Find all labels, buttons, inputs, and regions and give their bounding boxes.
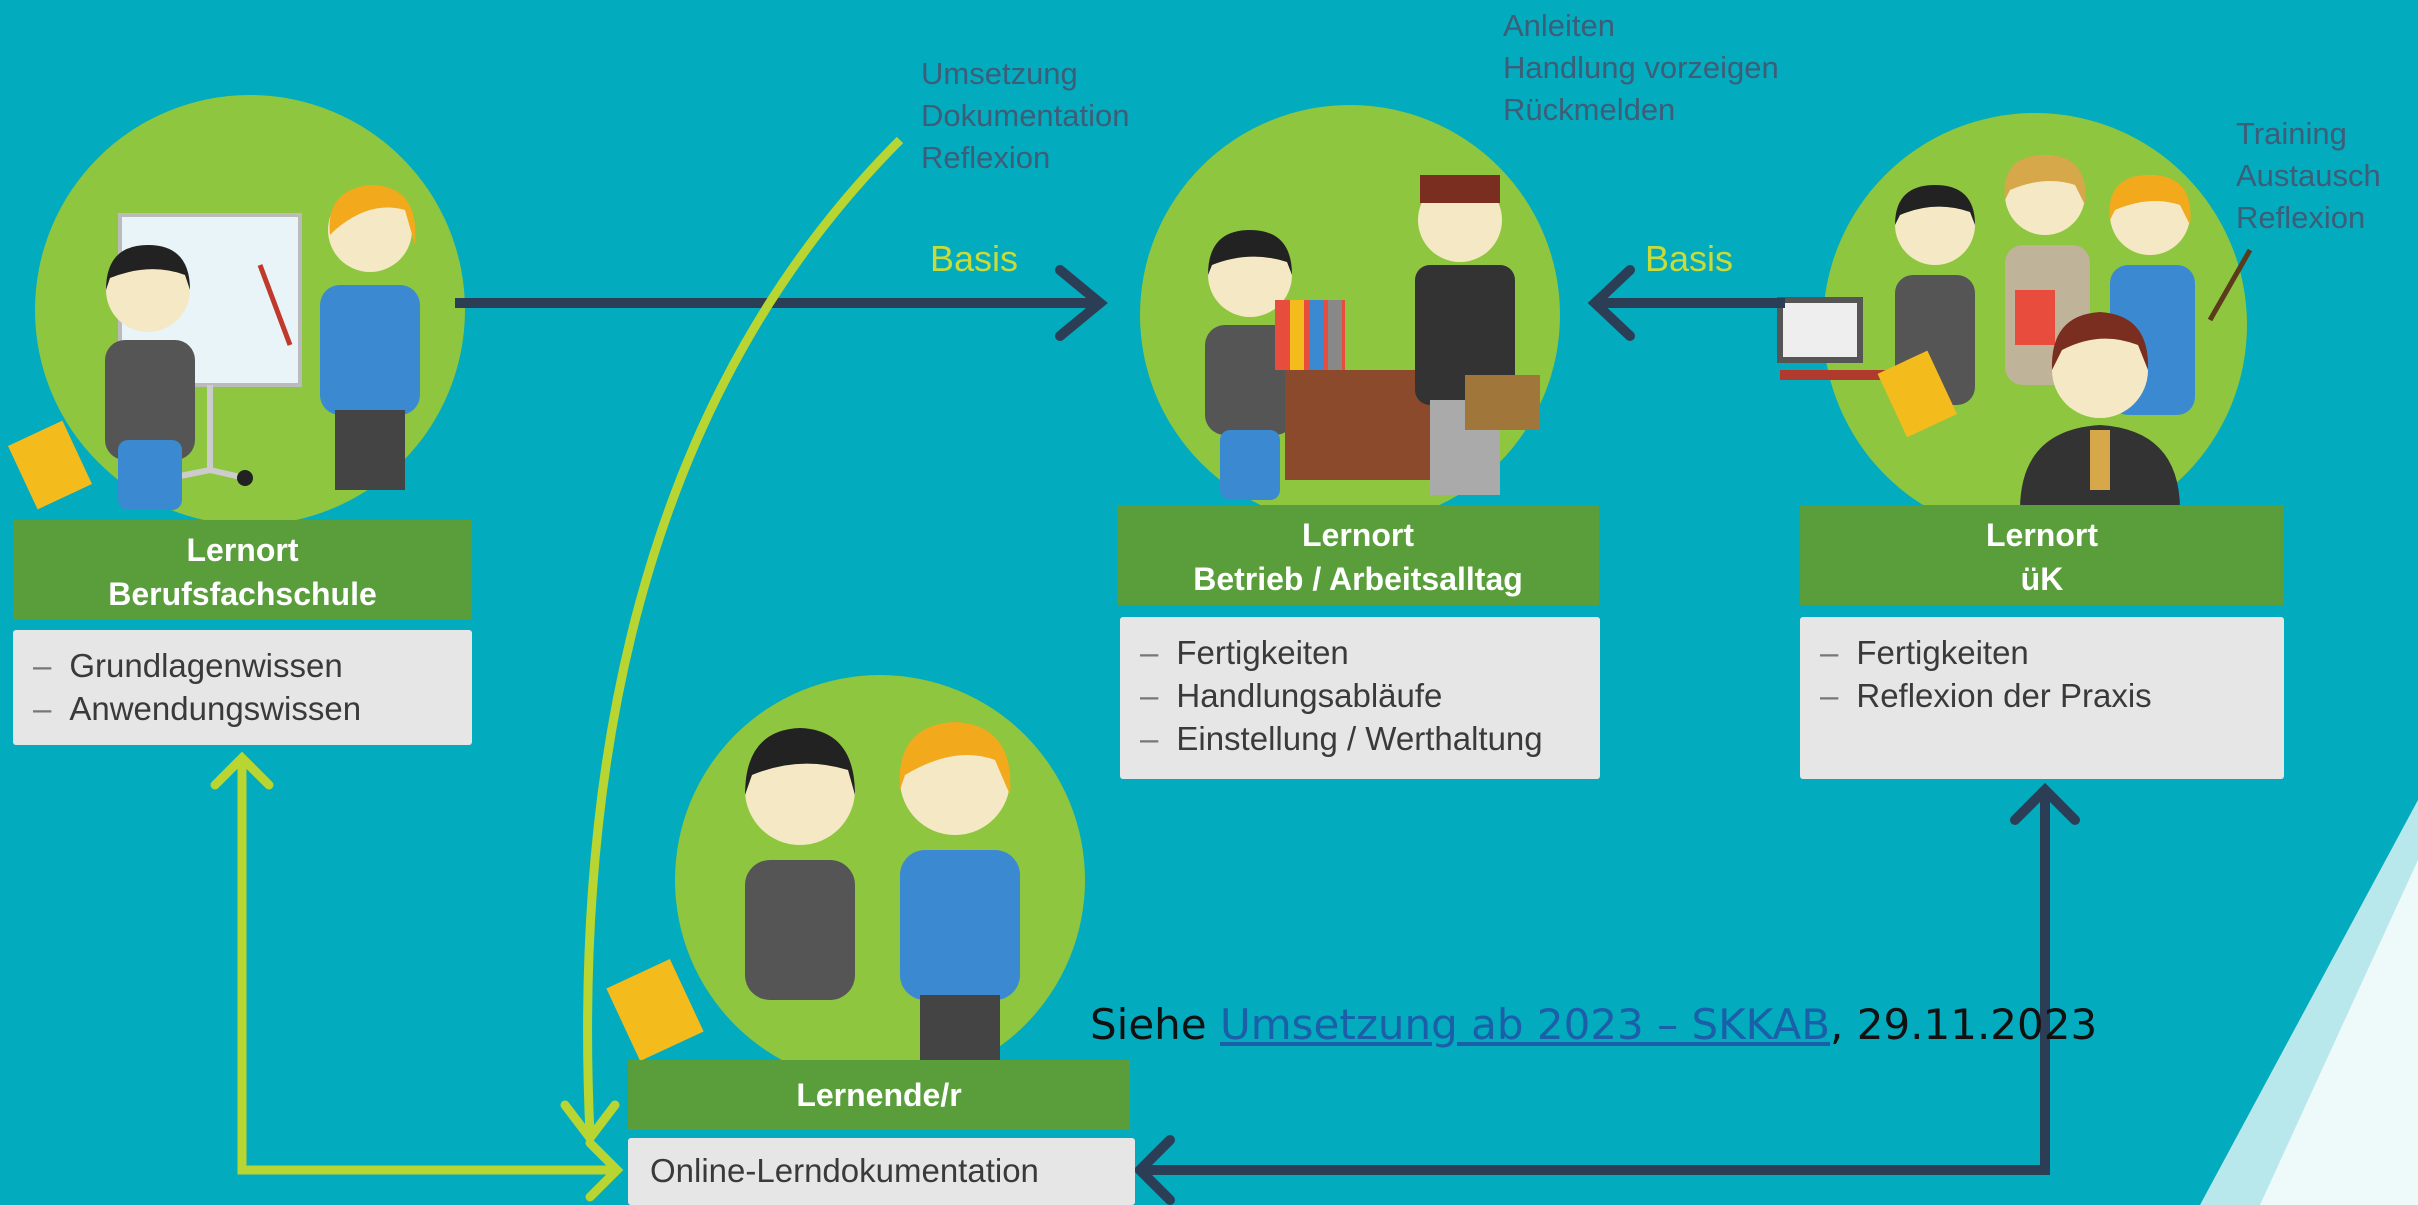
basis-label-right: Basis (1645, 238, 1734, 279)
caption-suffix: , 29.11.2023 (1830, 1000, 2098, 1049)
note-line: Dokumentation (921, 98, 1130, 133)
label-betrieb-line2: Betrieb / Arbeitsalltag (1193, 561, 1523, 597)
arrowhead-uek-up (2010, 782, 2080, 825)
list-item: –Fertigkeiten (1140, 634, 1349, 671)
label-betrieb-line1: Lernort (1302, 517, 1414, 553)
list-betrieb: –Fertigkeiten –Handlungsabläufe –Einstel… (1120, 617, 1600, 779)
note-line: Rückmelden (1503, 92, 1676, 127)
list-uek: –Fertigkeiten –Reflexion der Praxis (1800, 617, 2284, 779)
note-line: Training (2236, 116, 2347, 151)
label-uek-line2: üK (2020, 561, 2064, 597)
arrowhead-lernende-left (585, 1138, 624, 1202)
arrowhead-lernende-right (1132, 1135, 1175, 1205)
caption-prefix: Siehe (1090, 1000, 1220, 1049)
note-betrieb: Anleiten Handlung vorzeigen Rückmelden (1503, 5, 1779, 131)
note-middle: Umsetzung Dokumentation Reflexion (921, 53, 1130, 179)
caption: Siehe Umsetzung ab 2023 – SKKAB, 29.11.2… (1090, 1000, 2097, 1049)
note-line: Anleiten (1503, 8, 1616, 43)
arrowhead-betrieb-right (1587, 265, 1635, 341)
illustration-group (1777, 155, 2253, 510)
label-uek: Lernort üK (1800, 505, 2284, 605)
arrowhead-schule-up (210, 751, 274, 790)
arrow-schule-lernende (237, 760, 615, 1175)
illustration-teacher (8, 185, 420, 510)
basis-label-left: Basis (930, 238, 1019, 279)
illustration-learners (606, 722, 1020, 1065)
list-item: –Einstellung / Werthaltung (1140, 720, 1543, 757)
note-right: Training Austausch Reflexion (2236, 113, 2381, 239)
decorative-corner-shape-light (2260, 860, 2418, 1205)
note-line: Austausch (2236, 158, 2381, 193)
online-lerndokumentation: Online-Lerndokumentation (650, 1152, 1039, 1189)
label-lernende-text: Lernende/r (796, 1077, 962, 1113)
list-item: –Handlungsabläufe (1140, 677, 1443, 714)
label-betrieb: Lernort Betrieb / Arbeitsalltag (1117, 505, 1599, 605)
arrow-lernende-uek (1140, 795, 2050, 1175)
label-uek-line1: Lernort (1986, 517, 2098, 553)
circle-lernende (675, 675, 1085, 1085)
label-berufsfachschule-line2: Berufsfachschule (108, 576, 377, 612)
note-line: Reflexion (921, 140, 1051, 175)
arrowhead-curve-down (560, 1100, 620, 1146)
note-line: Umsetzung (921, 56, 1078, 91)
label-lernende: Lernende/r (628, 1060, 1130, 1130)
label-berufsfachschule-line1: Lernort (186, 532, 299, 568)
list-item: –Fertigkeiten (1820, 634, 2029, 671)
label-berufsfachschule: Lernort Berufsfachschule (13, 520, 472, 620)
list-item: –Anwendungswissen (33, 690, 362, 727)
note-line: Reflexion (2236, 200, 2366, 235)
box-lernende-doc: Online-Lerndokumentation (628, 1138, 1135, 1205)
caption-link[interactable]: Umsetzung ab 2023 – SKKAB (1219, 1000, 1831, 1049)
arrow-curve-lernende (583, 136, 904, 1136)
list-item: –Reflexion der Praxis (1820, 677, 2152, 714)
list-berufsfachschule: –Grundlagenwissen –Anwendungswissen (13, 630, 472, 745)
illustration-workplace (1205, 175, 1540, 500)
list-item: –Grundlagenwissen (33, 647, 343, 684)
note-line: Handlung vorzeigen (1503, 50, 1779, 85)
arrowhead-betrieb-left (1055, 265, 1108, 341)
